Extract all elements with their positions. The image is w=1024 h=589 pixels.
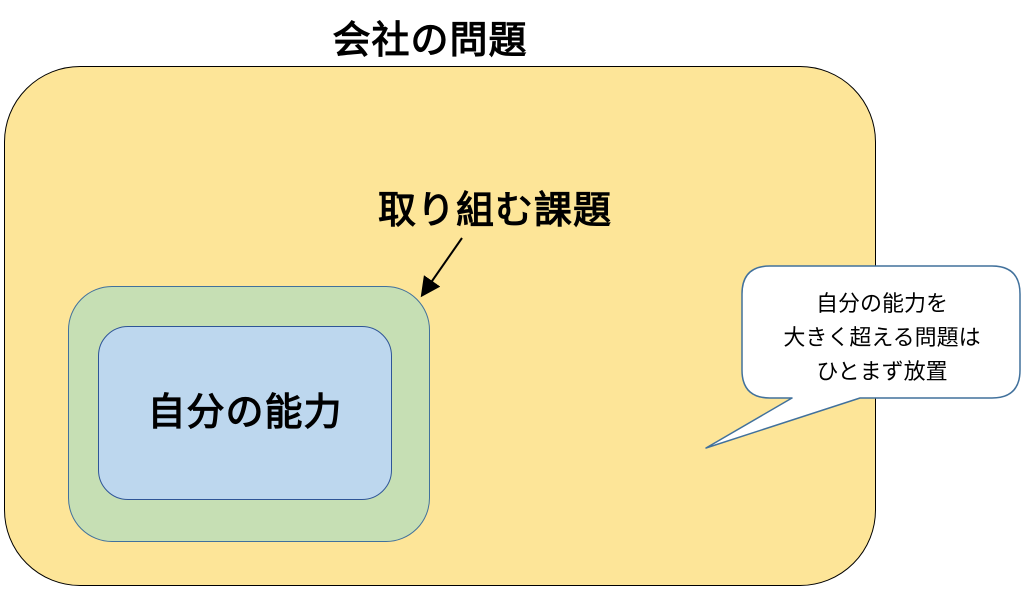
task-label: 取り組む課題: [377, 188, 612, 232]
callout-line-2: 大きく超える問題は: [783, 326, 981, 351]
diagram-title: 会社の問題: [332, 18, 528, 62]
callout-line-3: ひとまず放置: [816, 360, 948, 385]
callout-text: 自分の能力を 大きく超える問題は ひとまず放置: [742, 284, 1022, 394]
ability-region: [98, 326, 392, 500]
callout-line-1: 自分の能力を: [815, 292, 948, 317]
ability-label: 自分の能力: [147, 390, 343, 434]
